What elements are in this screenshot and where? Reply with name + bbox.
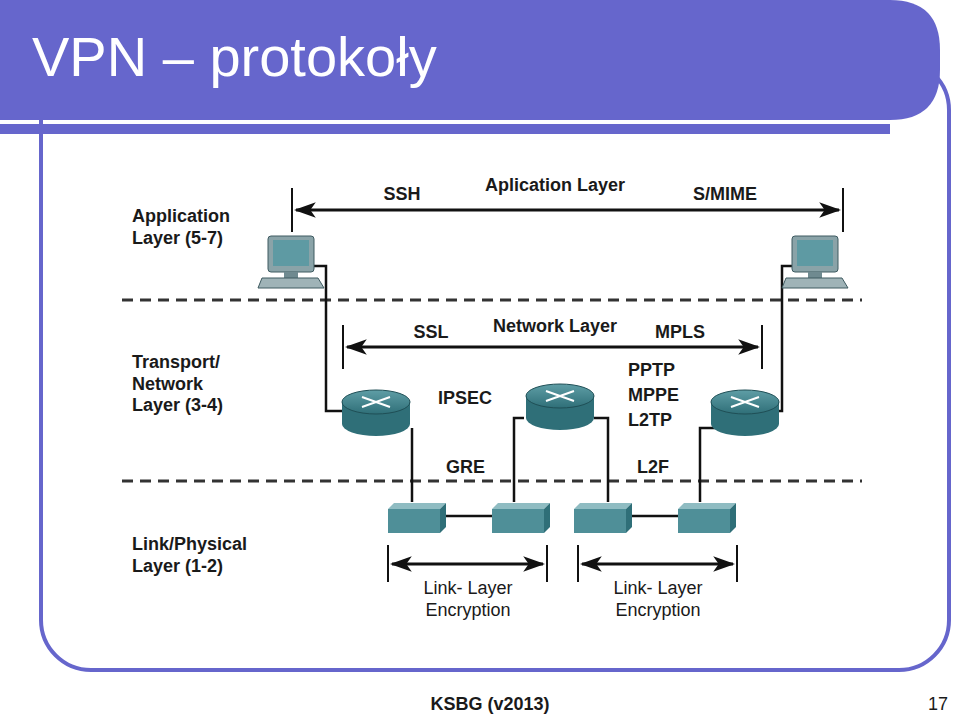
span-arrow xyxy=(392,563,543,566)
wire xyxy=(440,515,492,518)
layer-divider xyxy=(122,299,862,302)
bracket-tick xyxy=(387,545,389,582)
wire xyxy=(628,515,678,518)
router-icon xyxy=(711,390,779,436)
bracket-tick xyxy=(842,188,844,232)
protocol-name: GRE xyxy=(446,457,502,479)
span-label: Network Layer xyxy=(470,316,640,338)
protocol-name: L2TP xyxy=(628,410,698,432)
switch-icon xyxy=(574,503,632,533)
wire xyxy=(594,418,608,502)
bracket-tick xyxy=(577,545,579,582)
switch-icon xyxy=(492,503,550,533)
span-label: Aplication Layer xyxy=(460,175,650,197)
switch-icon xyxy=(388,503,446,533)
layer-name: Application Layer (5-7) xyxy=(132,206,254,249)
wire xyxy=(514,418,524,502)
layer-name: Link/Physical Layer (1-2) xyxy=(132,534,266,577)
router-icon xyxy=(342,390,410,436)
span-arrow xyxy=(296,209,839,212)
protocol-name: S/MIME xyxy=(680,184,770,206)
span-label: Link- Layer Encryption xyxy=(404,578,532,621)
protocol-name: MPLS xyxy=(645,322,715,344)
router-icon xyxy=(526,384,594,430)
slide-frame xyxy=(41,60,949,670)
span-arrow xyxy=(347,346,758,349)
title-underline xyxy=(0,124,890,134)
protocol-name: PPTP xyxy=(628,360,698,382)
slide-title: VPN – protokoły xyxy=(32,26,437,88)
bracket-tick xyxy=(761,325,763,369)
computer-icon xyxy=(782,236,848,288)
wires xyxy=(314,266,792,516)
bracket-tick xyxy=(342,325,344,369)
span-arrow xyxy=(582,563,733,566)
protocol-name: IPSEC xyxy=(438,388,508,410)
switch-icon xyxy=(678,503,736,533)
computer-icon xyxy=(258,236,324,288)
bracket-tick xyxy=(736,545,738,582)
span-label: Link- Layer Encryption xyxy=(594,578,722,621)
protocol-name: SSL xyxy=(396,322,466,344)
protocol-name: SSH xyxy=(362,184,442,206)
protocol-name: L2F xyxy=(637,457,687,479)
wire xyxy=(700,428,716,502)
layer-name: Transport/ Network Layer (3-4) xyxy=(132,352,244,417)
title-bar xyxy=(0,0,940,120)
protocol-name: MPPE xyxy=(628,385,698,407)
bracket-tick xyxy=(546,545,548,582)
bracket-tick xyxy=(291,188,293,232)
footer-text: KSBG (v2013) xyxy=(400,694,580,716)
layer-divider xyxy=(122,480,862,483)
wire xyxy=(411,428,414,502)
page-number: 17 xyxy=(900,694,948,716)
